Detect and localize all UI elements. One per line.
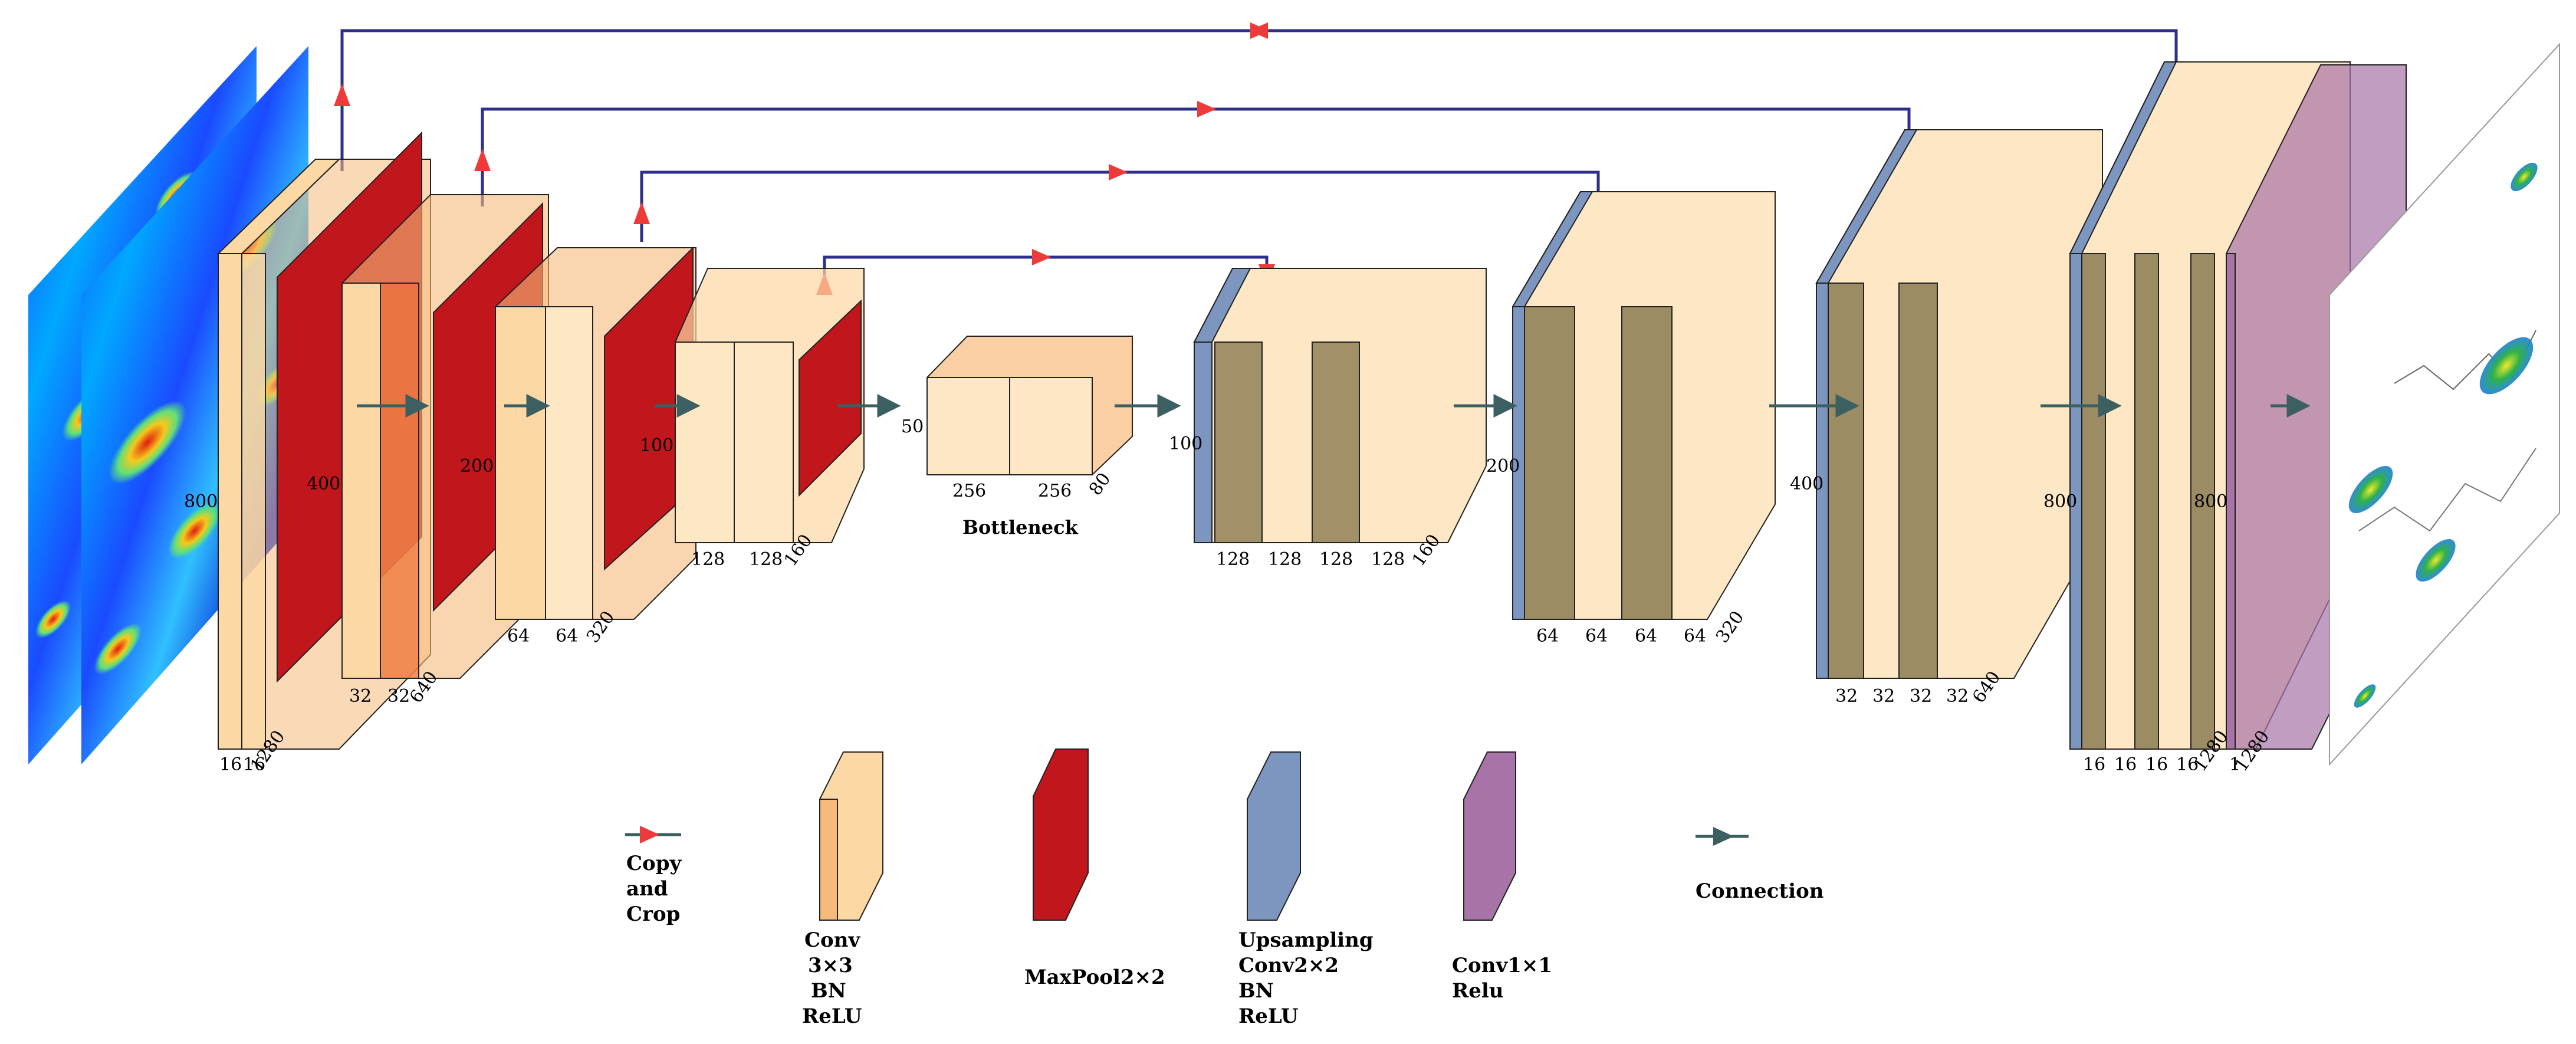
channel-label: 32 [1910,686,1932,707]
connection-arrow-icon [877,393,901,418]
svg-text:Conv2×2: Conv2×2 [1238,954,1339,977]
skip-arrow-up-icon [633,202,650,224]
conv1x1-block-icon [1463,751,1516,921]
svg-text:BN: BN [1238,979,1274,1003]
legend-maxpool: MaxPool2×2 [1024,748,1165,989]
channel-label: 16 [2083,754,2105,775]
channel-label: 128 [691,549,725,570]
channel-label: 32 [1835,686,1858,707]
legend: Copy and Crop Conv 3×3 BN ReLU MaxPool2×… [625,748,1824,1028]
channel-label: 32 [349,686,372,707]
bottleneck-block [926,336,1133,475]
size-label: 800 [2194,491,2227,512]
svg-text:3×3: 3×3 [808,954,853,977]
channel-label: 32 [1872,686,1895,707]
channel-label: 16 [2114,754,2137,775]
channel-label: 16 [243,754,265,775]
legend-upsampling: Upsampling Conv2×2 BN ReLU [1238,751,1374,1028]
skip-arrow-icon [1197,101,1216,117]
svg-text:BN: BN [811,979,846,1003]
size-label: 100 [1169,434,1202,454]
channel-label: 64 [507,626,530,646]
size-label: 400 [1790,474,1823,494]
skip-arrow-icon [1250,22,1269,39]
channel-label: 128 [749,549,783,570]
decoder-stage-400 [1815,129,2103,679]
channel-label: 256 [1038,481,1072,501]
channel-label: 256 [952,481,986,501]
svg-text:Conv1×1: Conv1×1 [1452,954,1552,977]
size-label: 800 [2043,491,2077,512]
svg-text:MaxPool2×2: MaxPool2×2 [1024,966,1165,989]
channel-label: 32 [387,686,410,707]
channel-label: 128 [1216,549,1250,570]
size-label: 200 [460,456,494,477]
skip-arrow-icon [1109,164,1128,180]
svg-text:Relu: Relu [1452,979,1504,1003]
encoder-stage-100 [675,268,865,543]
upsampling-block-icon [1247,751,1301,921]
legend-conv: Conv 3×3 BN ReLU [802,751,883,1028]
size-label: 400 [307,474,340,494]
channel-label: 64 [1684,626,1706,646]
legend-connection: Connection [1696,827,1824,903]
svg-text:Upsampling: Upsampling [1238,928,1374,952]
channel-label: 32 [1946,686,1969,707]
maxpool-block-icon [1033,748,1089,921]
skip-line-100 [823,255,1269,307]
skip-line-200 [640,170,1600,242]
channel-label: 1 [2229,754,2240,775]
connection-arrow-icon [1713,827,1734,846]
size-label: 100 [640,435,673,456]
channel-label: 64 [1585,626,1608,646]
svg-text:and: and [626,877,668,901]
channel-label: 16 [2176,754,2199,775]
connection-arrow-icon [526,393,550,418]
connection-arrows [357,393,2311,418]
size-label: 200 [1486,456,1520,477]
bottleneck-title: Bottleneck [962,516,1079,539]
skip-arrow-up-icon [334,84,350,106]
channel-label: 128 [1319,549,1353,570]
connection-arrow-icon [676,393,701,418]
encoder-stage-200 [495,246,696,620]
size-label: 800 [184,491,218,512]
channel-label: 128 [1268,549,1302,570]
channel-label: 64 [1635,626,1657,646]
conv-block-icon [819,799,838,921]
channel-label: 16 [219,754,242,775]
channel-label: 16 [2145,754,2168,775]
connection-arrow-icon [2098,393,2122,418]
red-arrow-icon [640,826,659,843]
connection-arrow-icon [1835,393,1859,418]
svg-text:Copy: Copy [626,852,682,875]
connection-arrow-icon [2286,393,2311,418]
channel-label: 64 [1536,626,1559,646]
legend-copy-and-crop: Copy and Crop [625,826,682,926]
legend-conv1x1: Conv1×1 Relu [1452,751,1552,1003]
output-prediction-map [2329,42,2560,766]
connection-arrow-icon [405,393,429,418]
skip-arrow-icon [1032,249,1051,265]
skip-arrow-up-icon [474,149,491,171]
size-label: 50 [901,416,924,437]
svg-text:Crop: Crop [626,902,680,926]
connection-arrow-icon [1493,393,1517,418]
svg-text:Conv: Conv [804,928,860,952]
depth-label: 320 [1712,608,1749,647]
channel-label: 128 [1371,549,1405,570]
decoder-stage-100 [1193,268,1487,543]
svg-text:ReLU: ReLU [1238,1004,1299,1028]
connection-arrow-icon [1157,393,1181,418]
channel-label: 64 [556,626,578,646]
svg-text:ReLU: ReLU [802,1004,862,1028]
svg-text:Connection: Connection [1696,879,1824,903]
decoder-stage-200 [1512,191,1776,620]
